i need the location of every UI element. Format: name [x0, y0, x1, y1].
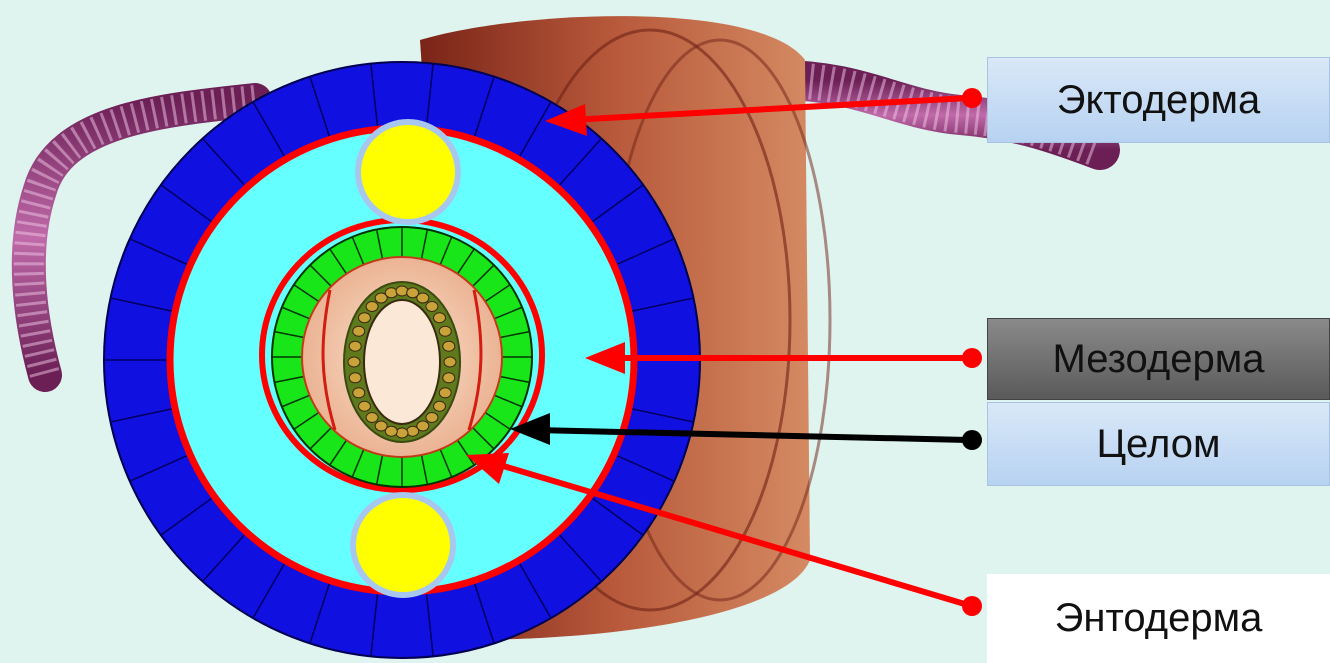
- label-mesoderm: Мезодерма: [987, 318, 1330, 400]
- intestinal-cell: [353, 388, 365, 398]
- label-coelom: Целом: [987, 402, 1330, 486]
- intestinal-cell: [439, 388, 451, 398]
- label-endoderm-text: Энтодерма: [1055, 596, 1263, 641]
- dorsal-vessel: [358, 122, 458, 222]
- intestinal-cell: [396, 286, 408, 296]
- intestinal-cell: [353, 326, 365, 336]
- label-coelom-text: Целом: [1096, 422, 1220, 467]
- intestinal-cell: [444, 357, 456, 367]
- intestinal-cell: [443, 341, 455, 351]
- ventral-nerve-cord: [353, 495, 453, 595]
- intestinal-cell: [434, 401, 446, 411]
- intestinal-cell: [385, 288, 397, 298]
- intestinal-cell: [366, 413, 378, 423]
- intestinal-cell: [349, 341, 361, 351]
- intestinal-cell: [366, 301, 378, 311]
- intestinal-cell: [358, 313, 370, 323]
- intestinal-cell: [426, 413, 438, 423]
- intestinal-cell: [426, 301, 438, 311]
- intestinal-cell: [407, 426, 419, 436]
- intestinal-cell: [434, 313, 446, 323]
- label-endoderm: Энтодерма: [987, 574, 1330, 663]
- intestinal-cell: [358, 401, 370, 411]
- intestinal-cell: [396, 428, 408, 438]
- label-mesoderm-text: Мезодерма: [1053, 337, 1265, 382]
- intestinal-cell: [375, 421, 387, 431]
- intestinal-cell: [417, 293, 429, 303]
- intestinal-cell: [348, 357, 360, 367]
- label-ectoderm-text: Эктодерма: [1057, 78, 1261, 123]
- label-ectoderm: Эктодерма: [987, 57, 1330, 143]
- intestinal-cell: [443, 373, 455, 383]
- intestine-lumen: [364, 300, 440, 424]
- intestinal-cell: [439, 326, 451, 336]
- intestinal-cell: [349, 373, 361, 383]
